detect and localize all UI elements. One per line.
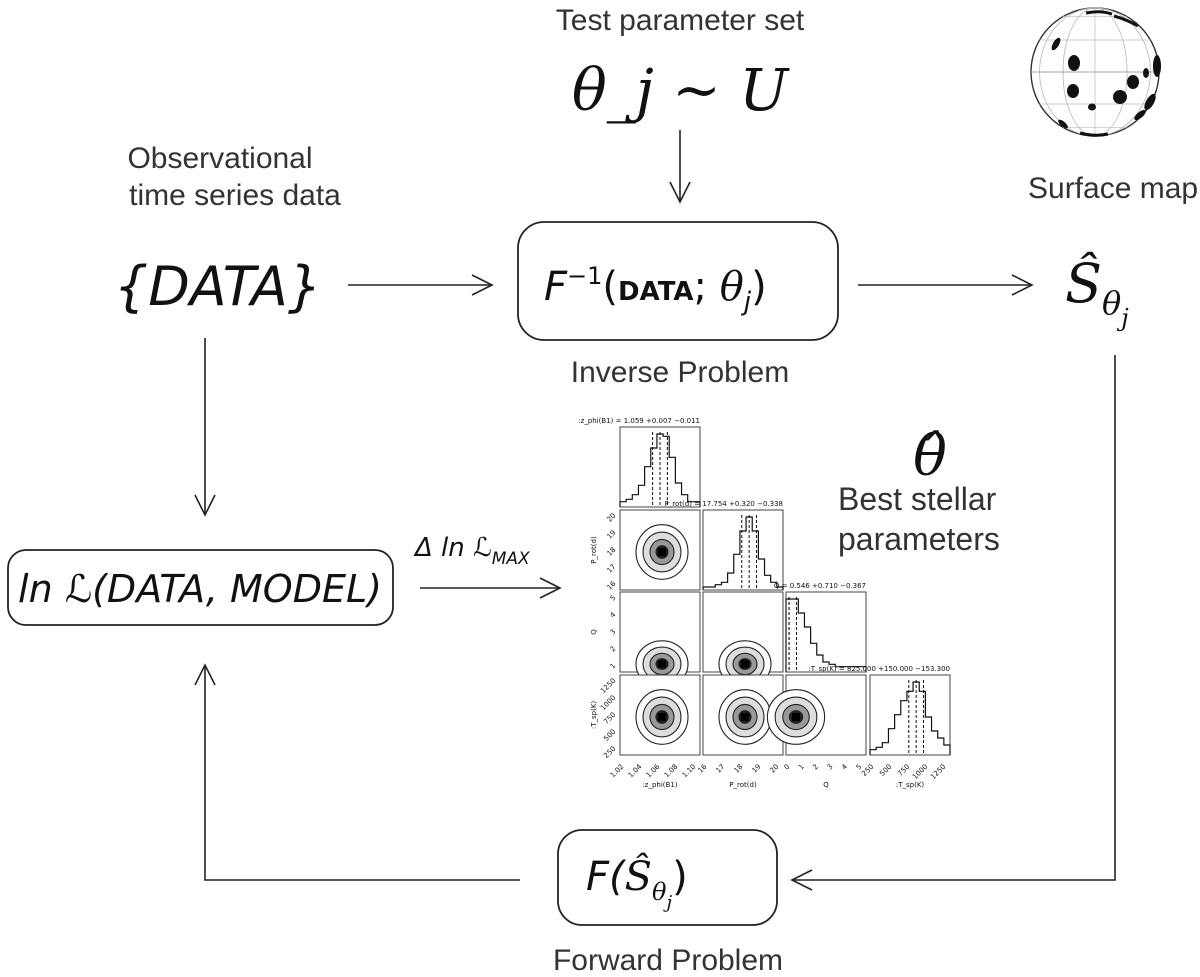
forward-formula: F(Ŝθj) xyxy=(586,853,688,913)
density-peak xyxy=(741,660,749,668)
surface-symbol: Ŝθj xyxy=(1065,251,1129,332)
x-tick-label: 0 xyxy=(783,763,792,772)
y-tick-label: 3 xyxy=(609,628,618,637)
x-axis-label: :T_sp(K) xyxy=(896,781,925,789)
x-tick-label: 18 xyxy=(732,763,744,775)
y-tick-label: 2 xyxy=(609,645,618,654)
panel-title: :T_sp(K) = 825.000 +150.000 −153.300 xyxy=(808,665,950,673)
y-tick-label: 18 xyxy=(605,546,617,558)
best-params-line2: parameters xyxy=(838,521,1000,557)
y-tick-label: 250 xyxy=(602,745,617,760)
x-tick-label: 1.02 xyxy=(609,763,626,780)
delta-likelihood-label: Δ ln ℒMAX xyxy=(413,533,530,569)
histogram-bars xyxy=(619,433,701,507)
observational-label-line1: Observational xyxy=(127,142,312,175)
surface-map-globe xyxy=(1030,7,1161,137)
contour-panel: 16 17 18 19 20P_rot(d) xyxy=(590,509,701,592)
histogram-panel: :z_phi(B1) = 1.059 +0.007 −0.011 xyxy=(578,417,701,508)
contour-panel xyxy=(702,591,784,688)
histogram-panel: Q = 0.546 +0.710 −0.367 xyxy=(774,582,867,673)
histogram-bars xyxy=(702,516,784,590)
contour-panel: 16 17 18 19 20P_rot(d) xyxy=(696,674,784,789)
y-tick-label: 1 xyxy=(609,662,618,671)
histogram-bars xyxy=(785,598,867,672)
observational-label-line2: time series data xyxy=(129,179,341,212)
y-tick-label: 17 xyxy=(605,563,617,575)
inverse-problem-caption: Inverse Problem xyxy=(571,356,789,389)
y-tick-label: 500 xyxy=(602,728,617,743)
starspots xyxy=(1051,10,1161,137)
x-tick-label: 16 xyxy=(696,762,708,774)
density-peak xyxy=(658,713,666,721)
likelihood-box xyxy=(7,549,394,626)
density-peak xyxy=(658,548,666,556)
y-tick-label: 19 xyxy=(605,529,617,541)
x-tick-label: 500 xyxy=(878,763,893,778)
x-tick-label: 1250 xyxy=(929,763,947,781)
theta-uniform-formula: θ_j ~ U xyxy=(572,56,790,124)
x-tick-label: 20 xyxy=(768,763,780,775)
panel-title: Q = 0.546 +0.710 −0.367 xyxy=(774,582,866,590)
histogram-panel: P_rot(d) = 17.754 +0.320 −0.338 xyxy=(665,500,784,591)
x-tick-label: 750 xyxy=(896,763,911,778)
data-symbol: {DATA} xyxy=(114,255,322,318)
histogram-bars xyxy=(869,681,951,755)
x-tick-label: 5 xyxy=(855,763,864,772)
inverse-formula: F−1(DATA; θj) xyxy=(544,262,767,317)
surface-map-caption: Surface map xyxy=(1028,172,1198,205)
x-tick-label: 1.10 xyxy=(681,763,698,780)
arrow-forward-to-likelihood xyxy=(194,663,520,881)
best-params-line1: Best stellar xyxy=(838,481,997,517)
y-axis-label: Q xyxy=(590,629,598,635)
y-tick-label: 1250 xyxy=(599,677,617,695)
x-tick-label: 3 xyxy=(826,763,835,772)
density-peak xyxy=(792,713,800,721)
y-tick-label: 4 xyxy=(609,610,618,619)
forward-problem-box xyxy=(557,829,778,926)
inverse-problem-box xyxy=(517,221,839,341)
y-tick-label: 750 xyxy=(602,711,617,726)
y-axis-label: :T_sp(K) xyxy=(590,701,598,730)
y-tick-label: 1000 xyxy=(599,694,617,712)
x-tick-label: 19 xyxy=(750,763,762,775)
contour-panel: 1 2 3 4 5Q xyxy=(590,591,701,688)
x-axis-label: P_rot(d) xyxy=(729,781,757,789)
likelihood-formula: ln ℒ(DATA, MODEL) xyxy=(18,567,382,611)
density-peak xyxy=(658,660,666,668)
forward-problem-caption: Forward Problem xyxy=(553,944,783,977)
y-tick-label: 16 xyxy=(605,579,617,591)
y-tick-label: 20 xyxy=(605,512,617,524)
y-tick-label: 5 xyxy=(609,594,618,603)
corner-plot: :z_phi(B1) = 1.059 +0.007 −0.011 16 17 18 19… xyxy=(578,417,951,789)
arrow-surface-to-forward xyxy=(790,355,1116,891)
test-parameter-label: Test parameter set xyxy=(556,4,805,37)
x-tick-label: 4 xyxy=(840,762,849,771)
panel-title: :z_phi(B1) = 1.059 +0.007 −0.011 xyxy=(578,417,700,425)
panel-title: P_rot(d) = 17.754 +0.320 −0.338 xyxy=(665,500,783,508)
density-peak xyxy=(741,713,749,721)
theta-hat-symbol: θ̂ xyxy=(913,424,947,489)
x-tick-label: 2 xyxy=(811,763,820,772)
x-tick-label: 1.04 xyxy=(627,762,644,779)
x-tick-label: 1.06 xyxy=(645,762,662,779)
x-tick-label: 1 xyxy=(797,763,806,772)
x-axis-label: :z_phi(B1) xyxy=(642,781,677,789)
x-tick-label: 1.08 xyxy=(663,763,680,780)
x-axis-label: Q xyxy=(823,781,829,789)
y-axis-label: P_rot(d) xyxy=(590,536,598,564)
x-tick-label: 17 xyxy=(714,763,726,775)
x-tick-label: 1000 xyxy=(911,763,929,781)
x-tick-label: 250 xyxy=(860,763,875,778)
